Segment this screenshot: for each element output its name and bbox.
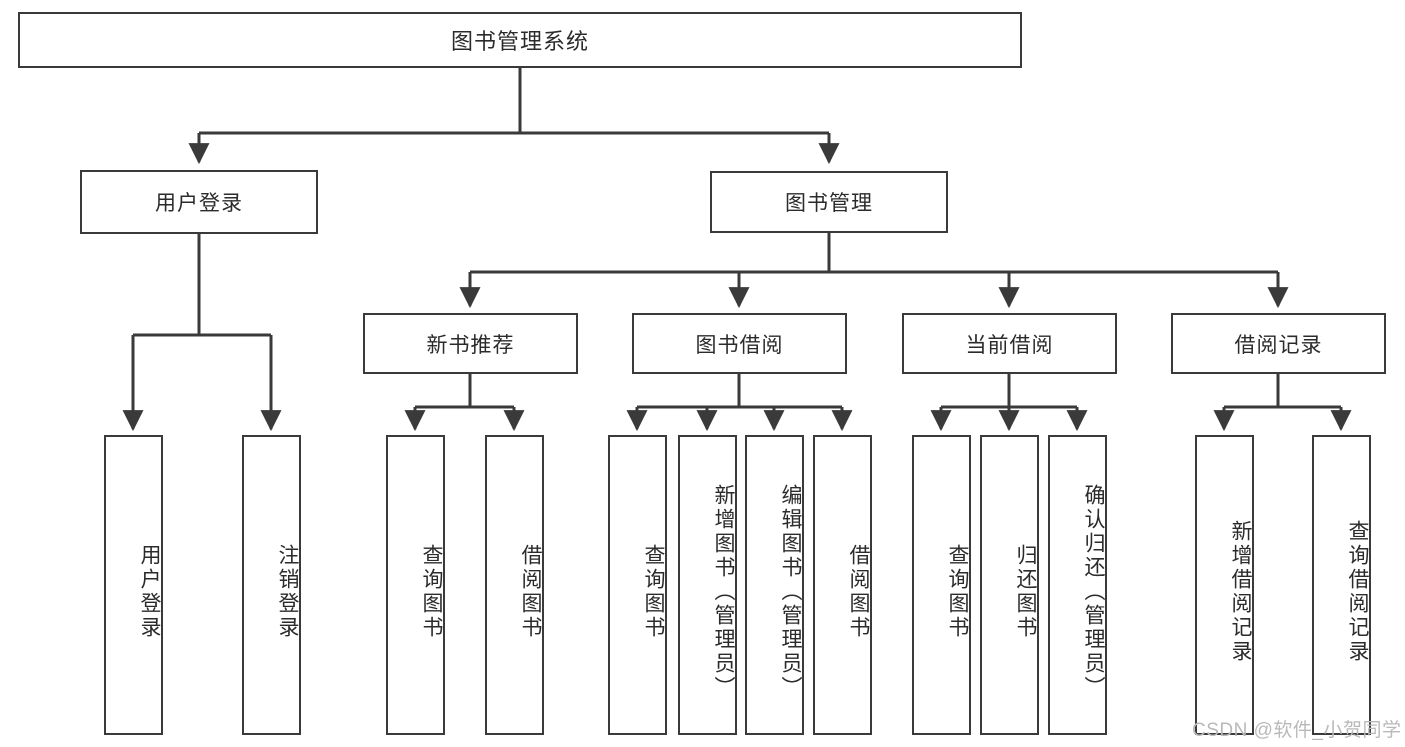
leaf-logout[interactable]: 注销登录 <box>242 435 301 735</box>
leaf-query-book-1-label: 查询图书 <box>420 544 443 640</box>
watermark-text: CSDN @软件_小贺同学 <box>1192 720 1402 741</box>
leaf-add-record[interactable]: 新增借阅记录 <box>1195 435 1254 735</box>
leaf-user-login-label: 用户登录 <box>138 544 161 640</box>
node-new-book-recommend[interactable]: 新书推荐 <box>363 313 578 374</box>
leaf-query-record-label: 查询借阅记录 <box>1346 520 1369 664</box>
leaf-return-book[interactable]: 归还图书 <box>980 435 1039 735</box>
node-book-borrow[interactable]: 图书借阅 <box>632 313 847 374</box>
node-book-management-label: 图书管理 <box>785 192 873 215</box>
leaf-borrow-book-2[interactable]: 借阅图书 <box>813 435 872 735</box>
leaf-user-login[interactable]: 用户登录 <box>104 435 163 735</box>
leaf-borrow-book-2-label: 借阅图书 <box>847 544 870 640</box>
node-root-label: 图书管理系统 <box>450 29 589 54</box>
node-borrow-record[interactable]: 借阅记录 <box>1171 313 1386 374</box>
leaf-query-book-3[interactable]: 查询图书 <box>912 435 971 735</box>
leaf-edit-book-label: 编辑图书（管理员） <box>779 484 802 700</box>
leaf-query-record[interactable]: 查询借阅记录 <box>1312 435 1371 735</box>
leaf-borrow-book-1[interactable]: 借阅图书 <box>485 435 544 735</box>
leaf-add-record-label: 新增借阅记录 <box>1229 520 1252 664</box>
leaf-logout-label: 注销登录 <box>276 544 299 640</box>
node-book-borrow-label: 图书借阅 <box>695 333 784 357</box>
leaf-query-book-3-label: 查询图书 <box>946 544 969 640</box>
node-root[interactable]: 图书管理系统 <box>18 12 1022 68</box>
leaf-confirm-return-label: 确认归还（管理员） <box>1082 484 1105 700</box>
node-user-login-label: 用户登录 <box>155 192 243 215</box>
leaf-edit-book[interactable]: 编辑图书（管理员） <box>745 435 804 735</box>
node-user-login[interactable]: 用户登录 <box>80 170 318 234</box>
leaf-add-book[interactable]: 新增图书（管理员） <box>678 435 737 735</box>
leaf-query-book-2-label: 查询图书 <box>642 544 665 640</box>
node-new-book-recommend-label: 新书推荐 <box>426 333 515 357</box>
leaf-return-book-label: 归还图书 <box>1014 544 1037 640</box>
leaf-borrow-book-1-label: 借阅图书 <box>519 544 542 640</box>
node-current-borrow-label: 当前借阅 <box>965 333 1054 357</box>
node-current-borrow[interactable]: 当前借阅 <box>902 313 1117 374</box>
leaf-confirm-return[interactable]: 确认归还（管理员） <box>1048 435 1107 735</box>
leaf-query-book-1[interactable]: 查询图书 <box>386 435 445 735</box>
node-borrow-record-label: 借阅记录 <box>1234 333 1323 357</box>
leaf-query-book-2[interactable]: 查询图书 <box>608 435 667 735</box>
node-book-management[interactable]: 图书管理 <box>710 171 948 233</box>
leaf-add-book-label: 新增图书（管理员） <box>712 484 735 700</box>
